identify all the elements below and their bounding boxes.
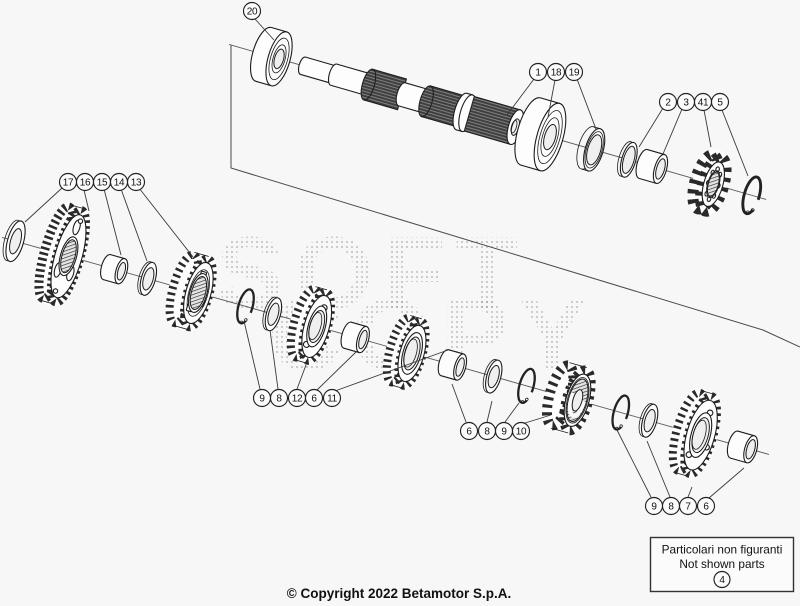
callout-16: 16	[75, 172, 95, 192]
countershaft-assembly	[1, 202, 770, 479]
svg-text:2: 2	[665, 98, 671, 109]
callout-6c: 6	[696, 496, 716, 516]
callout-2: 2	[658, 92, 678, 112]
part-17-washer	[2, 219, 26, 263]
svg-text:9: 9	[651, 502, 657, 513]
part-15-bushing	[100, 253, 129, 285]
part-9-snap-ring-b	[517, 367, 536, 404]
svg-text:18: 18	[551, 68, 562, 79]
svg-text:10: 10	[516, 427, 527, 438]
callout-9c: 9	[644, 496, 664, 516]
callout-17: 17	[58, 172, 78, 192]
svg-text:8: 8	[668, 502, 674, 513]
callout-11: 11	[322, 388, 342, 408]
svg-text:9: 9	[259, 394, 265, 405]
part-8-washer-a	[262, 296, 283, 332]
svg-text:41: 41	[698, 98, 709, 109]
legend-line-en: Not shown parts	[679, 557, 764, 571]
svg-text:11: 11	[327, 394, 338, 405]
svg-text:1: 1	[535, 68, 541, 79]
svg-text:7: 7	[685, 502, 691, 513]
part-9-snap-ring-c	[611, 394, 631, 431]
callout-5: 5	[710, 92, 730, 112]
callout-19: 19	[564, 62, 584, 82]
svg-text:3: 3	[683, 98, 689, 109]
copyright-text: © Copyright 2022 Betamotor S.p.A.	[287, 586, 511, 601]
part-3-spacer-bushing	[635, 148, 669, 185]
svg-text:16: 16	[80, 178, 91, 189]
callouts: 20 1 18 19 2 3 41 5 17 16 15 14 13 9 8 1…	[58, 1, 730, 516]
part-18-bearing	[514, 97, 567, 172]
part-16-gear	[34, 202, 90, 307]
svg-text:12: 12	[292, 394, 303, 405]
part-1-main-shaft	[297, 56, 525, 146]
svg-text:4: 4	[719, 575, 725, 586]
svg-text:15: 15	[97, 178, 108, 189]
part-8-washer-c	[638, 403, 659, 438]
part-14-washer	[137, 261, 158, 296]
part-6-bushing-b	[437, 349, 468, 381]
callout-41: 41	[693, 92, 713, 112]
legend-line-it: Particolari non figuranti	[662, 543, 783, 557]
svg-text:14: 14	[114, 178, 125, 189]
callout-7: 7	[678, 496, 698, 516]
svg-text:17: 17	[63, 178, 74, 189]
part-7-gear	[668, 388, 722, 479]
svg-text:9: 9	[501, 427, 507, 438]
part-10-sliding-gear	[541, 360, 596, 436]
watermark-line1: SOFT	[216, 216, 528, 330]
svg-text:8: 8	[276, 394, 282, 405]
callout-6b: 6	[459, 421, 479, 441]
not-shown-parts-box: Particolari non figuranti Not shown part…	[649, 536, 795, 593]
svg-text:6: 6	[466, 427, 472, 438]
leader-lines	[24, 18, 749, 499]
part-20-bearing	[250, 26, 293, 87]
callout-4: 4	[713, 570, 731, 589]
part-13-gear	[165, 250, 217, 332]
part-8-washer-b	[482, 359, 503, 394]
callout-20: 20	[242, 1, 262, 21]
callout-18: 18	[546, 62, 566, 82]
callout-9b: 9	[494, 421, 514, 441]
part-12-gear	[286, 284, 336, 366]
svg-text:13: 13	[131, 178, 142, 189]
part-6-bushing-a	[340, 321, 370, 354]
svg-text:20: 20	[247, 7, 258, 18]
callout-10: 10	[511, 421, 531, 441]
part-11-gear	[382, 313, 430, 391]
callout-9a: 9	[252, 388, 272, 408]
callout-8a: 8	[269, 388, 289, 408]
part-5-circlip	[741, 175, 763, 216]
callout-1: 1	[528, 62, 548, 82]
part-2-shim	[617, 141, 638, 178]
callout-15: 15	[92, 172, 112, 192]
part-6-bushing-c	[726, 430, 759, 464]
callout-8b: 8	[477, 421, 497, 441]
mainshaft-assembly	[228, 26, 767, 218]
part-9-snap-ring-a	[236, 288, 255, 325]
svg-text:19: 19	[569, 68, 580, 79]
callout-6a: 6	[304, 388, 324, 408]
part-19-seal-ring	[576, 126, 606, 172]
svg-text:5: 5	[717, 98, 723, 109]
part-41-front-sprocket	[687, 149, 732, 218]
callout-13: 13	[126, 172, 146, 192]
section-plane-line	[230, 45, 800, 348]
callout-3: 3	[676, 92, 696, 112]
callout-12: 12	[287, 388, 307, 408]
svg-text:6: 6	[703, 502, 709, 513]
callout-8c: 8	[661, 496, 681, 516]
lower-centerline	[1, 237, 770, 455]
callout-14: 14	[109, 172, 129, 192]
svg-text:8: 8	[484, 427, 490, 438]
svg-text:6: 6	[311, 394, 317, 405]
